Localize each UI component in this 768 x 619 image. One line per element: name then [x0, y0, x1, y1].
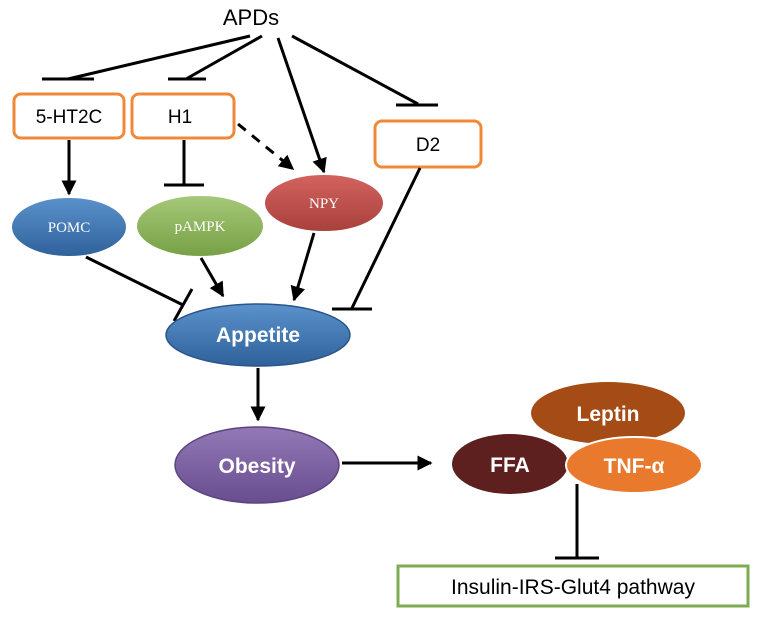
receptor-5ht2c-box — [12, 92, 126, 140]
receptor-h1-label: H1 — [168, 107, 192, 128]
ffa-node — [452, 434, 568, 494]
apds-to-d2-inhibition — [291, 34, 438, 107]
receptor-d2-box — [373, 119, 483, 169]
receptor-d2-label: D2 — [416, 135, 440, 156]
appetite-node — [165, 303, 351, 367]
pampk-node — [135, 194, 265, 258]
apds-label: APDs — [223, 5, 279, 30]
npy-to-appetite-arrow — [290, 232, 316, 302]
pomc-node — [10, 196, 128, 258]
pomc-label: POMC — [48, 220, 91, 236]
leptin-label: Leptin — [577, 403, 640, 426]
apds-to-npy-arrow — [276, 37, 327, 174]
leptin-node — [531, 382, 685, 444]
npy-node — [263, 173, 385, 233]
d2-to-appetite-inhibition — [332, 167, 422, 311]
apds-to-5ht2c-inhibition — [42, 34, 251, 81]
tnf-alpha-node — [565, 436, 703, 494]
h1-to-pampk-inhibition — [164, 140, 204, 187]
insulin-pathway-box — [396, 564, 750, 608]
receptor-5ht2c-label: 5-HT2C — [36, 107, 103, 128]
receptor-h1-box — [130, 92, 236, 140]
h1-to-npy-dashed-arrow — [237, 122, 295, 171]
insulin-pathway-label: Insulin-IRS-Glut4 pathway — [451, 576, 695, 599]
tnf-alpha-label: TNF-α — [604, 455, 665, 478]
apds-to-h1-inhibition — [168, 34, 263, 81]
obesity-node — [174, 426, 340, 504]
obesity-label: Obesity — [218, 455, 295, 478]
npy-label: NPY — [309, 196, 339, 212]
pampk-label: pAMPK — [175, 219, 226, 235]
appetite-label: Appetite — [216, 324, 300, 347]
tnf-to-pathway-inhibition — [555, 484, 599, 560]
pampk-to-appetite-arrow — [199, 257, 225, 298]
ffa-label: FFA — [490, 454, 530, 477]
pomc-to-appetite-inhibition — [85, 255, 194, 322]
